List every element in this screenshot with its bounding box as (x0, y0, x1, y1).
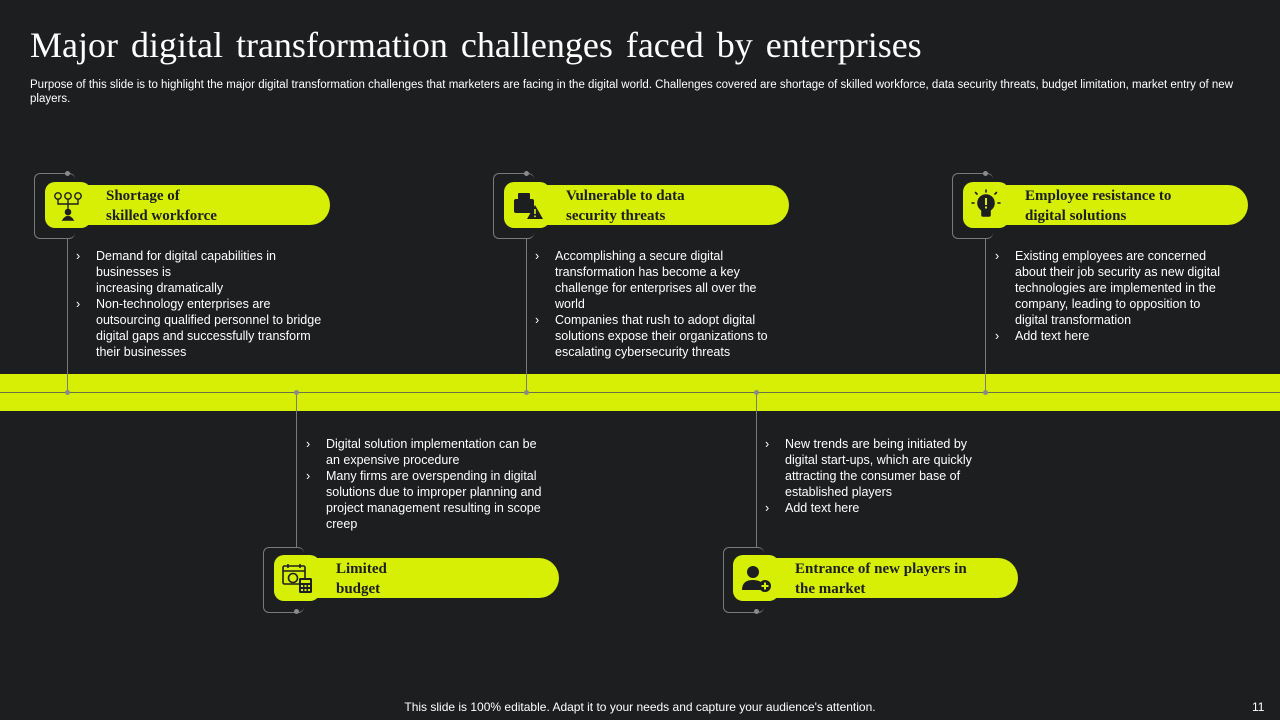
item5-title: Employee resistance to digital solutions (1025, 188, 1172, 224)
item2-timeline-dot (294, 390, 299, 395)
list-item: Digital solution implementation can be a… (306, 436, 546, 468)
item4-timeline-dot (754, 390, 759, 395)
item1-timeline-dot (65, 390, 70, 395)
item5-connector (985, 238, 986, 392)
item1-title: Shortage of skilled workforce (106, 188, 217, 224)
list-item: New trends are being initiated by digita… (765, 436, 1000, 500)
network-people-icon (54, 192, 82, 221)
item2-bracket (263, 547, 304, 613)
item4-bottom-dot (754, 609, 759, 614)
item5-title-pill (978, 185, 1248, 225)
list-item: Add text here (995, 328, 1230, 344)
item3-bracket (493, 173, 534, 239)
timeline-center-line (0, 392, 1280, 393)
item3-connector (526, 238, 527, 392)
item1-connector (67, 238, 68, 392)
item2-icon-box (274, 555, 320, 601)
list-item: Accomplishing a secure digital transform… (535, 248, 775, 312)
add-user-icon (742, 566, 771, 592)
item5-icon-box (963, 182, 1009, 228)
page-number: 11 (1252, 700, 1265, 714)
item3-top-dot (524, 171, 529, 176)
item1-icon-box (45, 182, 91, 228)
item4-connector (756, 393, 757, 548)
item2-bottom-dot (294, 609, 299, 614)
item5-timeline-dot (983, 390, 988, 395)
item3-title: Vulnerable to data security threats (566, 188, 685, 224)
idea-bulb-icon (971, 189, 1001, 217)
footer-note: This slide is 100% editable. Adapt it to… (404, 700, 876, 714)
item2-points: Digital solution implementation can be a… (306, 436, 546, 532)
list-item: Non-technology enterprises are outsourci… (76, 296, 326, 360)
item4-title-pill (748, 558, 1018, 598)
list-item: Companies that rush to adopt digital sol… (535, 312, 775, 360)
item3-points: Accomplishing a secure digital transform… (535, 248, 775, 360)
item2-title-pill (289, 558, 559, 598)
slide-title: Major digital transformation challenges … (30, 25, 922, 65)
item4-title: Entrance of new players in the market (795, 561, 967, 597)
item1-bracket (34, 173, 75, 239)
item1-title-pill (60, 185, 330, 225)
item1-points: Demand for digital capabilities in busin… (76, 248, 326, 360)
list-item: Many firms are overspending in digital s… (306, 468, 546, 532)
budget-calculator-icon (282, 564, 312, 593)
item3-timeline-dot (524, 390, 529, 395)
timeline-band-top (0, 374, 1280, 392)
item1-top-dot (65, 171, 70, 176)
item2-connector (296, 393, 297, 548)
item2-title: Limited budget (336, 561, 387, 597)
item4-bracket (723, 547, 764, 613)
item3-title-pill (519, 185, 789, 225)
item5-points: Existing employees are concerned about t… (995, 248, 1230, 344)
item5-bracket (952, 173, 993, 239)
item4-icon-box (733, 555, 779, 601)
list-item: Add text here (765, 500, 1000, 516)
list-item: Existing employees are concerned about t… (995, 248, 1230, 328)
slide-subtitle: Purpose of this slide is to highlight th… (30, 79, 1233, 105)
item3-icon-box (504, 182, 550, 228)
item5-top-dot (983, 171, 988, 176)
timeline-band-bottom (0, 393, 1280, 411)
item4-points: New trends are being initiated by digita… (765, 436, 1000, 516)
list-item: Demand for digital capabilities in busin… (76, 248, 326, 296)
security-warning-icon (514, 193, 543, 219)
